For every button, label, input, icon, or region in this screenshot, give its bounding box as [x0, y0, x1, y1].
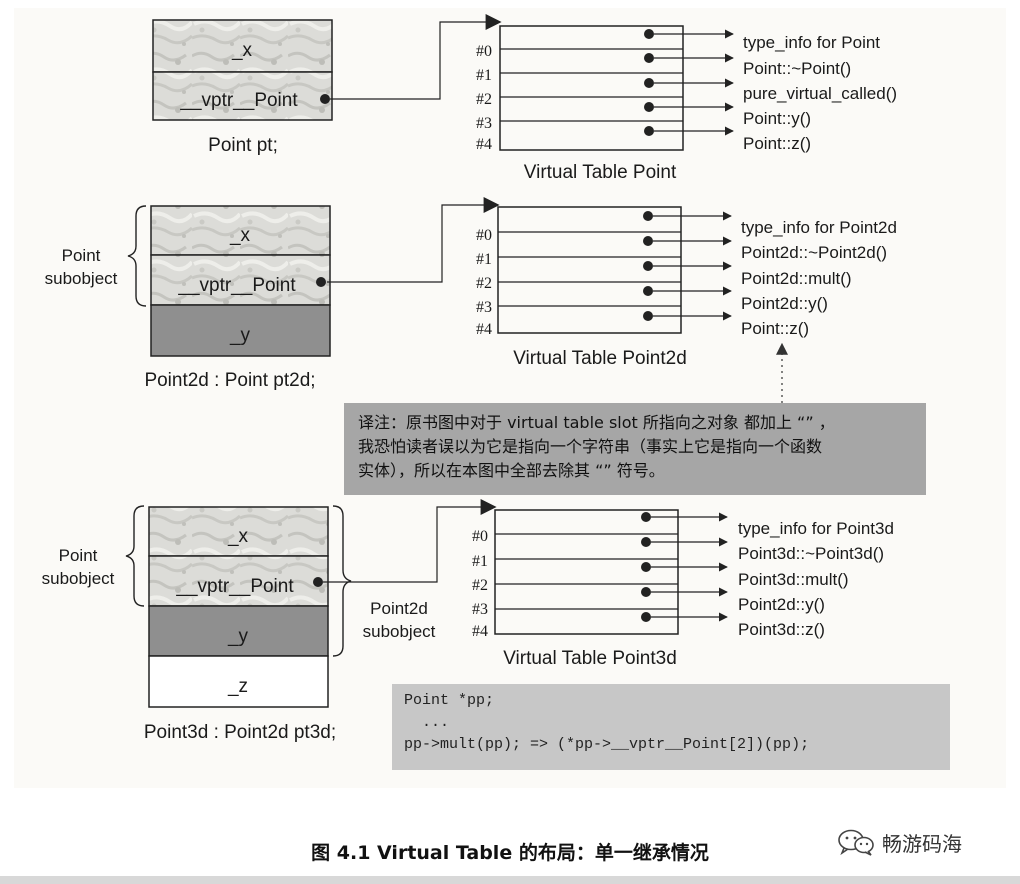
point2d-brace-label-line2: subobject [45, 269, 118, 288]
point3d-member-vptr: __vptr__Point [175, 576, 294, 597]
translator-note: 译注：原书图中对于 virtual table slot 所指向之对象 都加上 … [344, 403, 926, 495]
point3d-member-vptr-cell [148, 555, 329, 607]
point3d-entry-4: Point3d::z() [738, 620, 825, 639]
note-line-2: 我恐怕读者误以为它是指向一个字符串（事实上它是指向一个函数 [358, 437, 823, 456]
point2d-vptr-arrow [327, 197, 500, 283]
point2d-caption: Point2d : Point pt2d; [144, 370, 315, 391]
point3d-vtable: #0 #1 #2 #3 #4 type_info for Point3d Poi… [472, 509, 894, 669]
point2d-entry-0: type_info for Point2d [741, 218, 897, 237]
code-line-2: ... [404, 714, 450, 731]
point3d-point-subobject-brace [125, 505, 145, 607]
point3d-member-x: _x [227, 526, 249, 547]
point3d-vptr-arrow [323, 499, 497, 583]
point3d-member-z-cell [148, 655, 329, 708]
code-line-3: pp->mult(pp); => (*pp->__vptr__Point[2])… [404, 736, 810, 753]
point3d-vtable-box [494, 509, 679, 635]
point3d-slot-2: #2 [472, 577, 488, 594]
point2d-subobject-brace [127, 205, 147, 307]
point2d-member-x-cell [150, 205, 331, 256]
point3d-brace2-label-line2: subobject [363, 622, 436, 641]
point2d-entry-1: Point2d::~Point2d() [741, 243, 887, 262]
point-member-vptr: __vptr__Point [179, 90, 298, 111]
code-line-1: Point *pp; [404, 692, 495, 709]
point2d-slot-1: #1 [476, 251, 492, 268]
page-bottom-edge [0, 876, 1020, 884]
point-entry-1: Point::~Point() [743, 59, 851, 78]
point3d-point2d-subobject-brace [332, 505, 352, 657]
point3d-vtable-title: Virtual Table Point3d [503, 648, 677, 669]
point2d-vtable-title: Virtual Table Point2d [513, 348, 687, 369]
point2d-vtable-box [497, 206, 682, 334]
point2d-entry-2: Point2d::mult() [741, 269, 852, 288]
point-caption: Point pt; [208, 135, 278, 156]
point-slot-1: #1 [476, 67, 492, 84]
point-vptr-dot [320, 94, 330, 104]
point2d-object: _x __vptr__Point _y Point subobject Poin… [45, 205, 331, 391]
point-slot-4: #4 [476, 136, 492, 153]
wechat-icon [838, 829, 874, 856]
point-member-x-cell [152, 19, 333, 73]
point-vtable: #0 #1 #2 #3 #4 type_info for Point Point… [476, 25, 897, 183]
note-line-1: 译注：原书图中对于 virtual table slot 所指向之对象 都加上 … [358, 413, 835, 432]
note-line-3: 实体），所以在本图中全部去除其 “” 符号。 [358, 461, 665, 480]
point2d-member-y: _y [229, 325, 251, 346]
point3d-slot-1: #1 [472, 553, 488, 570]
point-vptr-arrow [330, 14, 502, 100]
point2d-member-x: _x [229, 225, 251, 246]
point-entry-4: Point::z() [743, 134, 811, 153]
point2d-slot-3: #3 [476, 299, 492, 316]
point2d-entry-3: Point2d::y() [741, 294, 828, 313]
point3d-member-y-cell [148, 605, 329, 657]
point2d-member-y-cell [150, 304, 331, 357]
point3d-slot-3: #3 [472, 601, 488, 618]
point2d-slot-2: #2 [476, 275, 492, 292]
point-slot-2: #2 [476, 91, 492, 108]
point-vtable-title: Virtual Table Point [524, 162, 677, 183]
point3d-object: _x __vptr__Point _y _z Point subobject P… [42, 505, 436, 743]
point-entry-0: type_info for Point [743, 33, 880, 52]
point2d-vtable: #0 #1 #2 #3 #4 type_info for Point2d Poi… [476, 206, 897, 369]
point3d-slot-4: #4 [472, 623, 488, 640]
point2d-entry-4: Point::z() [741, 319, 809, 338]
point2d-vptr-dot [316, 277, 326, 287]
point2d-slot-0: #0 [476, 227, 492, 244]
point-slot-0: #0 [476, 43, 492, 60]
point3d-entry-1: Point3d::~Point3d() [738, 544, 884, 563]
watermark-text: 畅游码海 [882, 831, 962, 856]
point-slot-3: #3 [476, 115, 492, 132]
point2d-slot-4: #4 [476, 321, 492, 338]
point-entry-3: Point::y() [743, 109, 811, 128]
point3d-entry-2: Point3d::mult() [738, 570, 849, 589]
point-object: _x __vptr__Point Point pt; [152, 19, 333, 156]
point2d-member-vptr: __vptr__Point [177, 275, 296, 296]
watermark: 畅游码海 [836, 826, 962, 858]
figure-caption: 图 4.1 Virtual Table 的布局：单一继承情况 [311, 842, 709, 864]
point3d-brace2-label-line1: Point2d [370, 599, 428, 618]
point3d-entry-0: type_info for Point3d [738, 519, 894, 538]
code-snippet: Point *pp; ... pp->mult(pp); => (*pp->__… [392, 684, 950, 770]
point3d-member-z: _z [227, 676, 248, 697]
point-member-vptr-cell [152, 71, 333, 121]
point3d-member-x-cell [148, 506, 329, 557]
point-member-x: _x [231, 40, 253, 61]
point-vtable-box [499, 25, 684, 151]
point3d-entry-3: Point2d::y() [738, 595, 825, 614]
point3d-slot-0: #0 [472, 528, 488, 545]
point3d-brace-label-line1: Point [59, 546, 98, 565]
point3d-caption: Point3d : Point2d pt3d; [144, 722, 336, 743]
point3d-member-y: _y [227, 626, 249, 647]
point3d-brace-label-line2: subobject [42, 569, 115, 588]
point2d-brace-label-line1: Point [62, 246, 101, 265]
point-entry-2: pure_virtual_called() [743, 84, 897, 103]
point3d-vptr-dot [313, 577, 323, 587]
